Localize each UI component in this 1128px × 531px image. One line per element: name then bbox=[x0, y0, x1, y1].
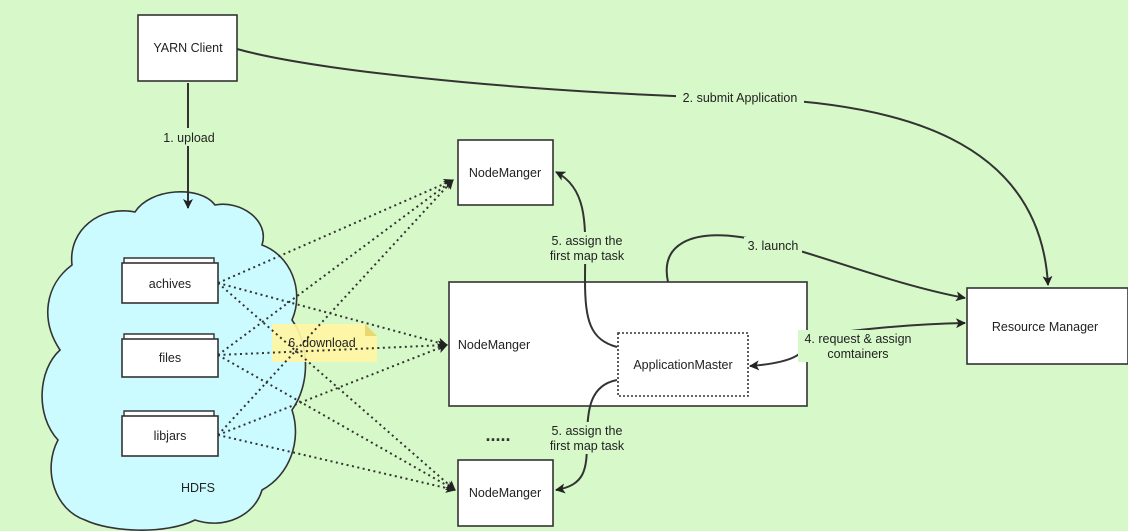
files-folder-icon bbox=[121, 333, 219, 378]
submit-arrow bbox=[236, 48, 1053, 286]
node-manager-bottom-label: NodeManger bbox=[469, 486, 541, 500]
assign-top-label-line2: first map task bbox=[550, 249, 625, 263]
assign-bottom-label-line2: first map task bbox=[550, 439, 625, 453]
assign-top-label-bg bbox=[543, 232, 631, 264]
yarn-client-box bbox=[137, 14, 238, 82]
application-master-box bbox=[617, 332, 749, 397]
assign-bottom-label-bg bbox=[543, 422, 631, 454]
download-lines bbox=[217, 179, 456, 493]
upload-label: 1. upload bbox=[163, 131, 214, 145]
hdfs-label: HDFS bbox=[181, 481, 215, 495]
files-label: files bbox=[159, 351, 181, 365]
yarn-client-label: YARN Client bbox=[153, 41, 223, 55]
node-manager-middle-label: NodeManger bbox=[458, 338, 530, 352]
launch-label-bg bbox=[744, 237, 802, 255]
libjars-folder-icon bbox=[121, 410, 219, 457]
request-label-line2: comtainers bbox=[827, 347, 888, 361]
assign-bottom-label-line1: 5. assign the bbox=[552, 424, 623, 438]
more-nodes-ellipsis: ..... bbox=[485, 425, 510, 445]
achives-label: achives bbox=[149, 277, 191, 291]
upload-label-bg bbox=[161, 128, 217, 146]
assign-top-arrow bbox=[555, 171, 618, 348]
node-manager-top-label: NodeManger bbox=[469, 166, 541, 180]
node-manager-top-box bbox=[457, 139, 554, 206]
resource-manager-label: Resource Manager bbox=[992, 320, 1098, 334]
submit-label: 2. submit Application bbox=[683, 91, 798, 105]
launch-label: 3. launch bbox=[748, 239, 799, 253]
libjars-label: libjars bbox=[154, 429, 187, 443]
download-label: 6. download bbox=[288, 336, 355, 350]
resource-manager-box bbox=[966, 287, 1128, 365]
submit-label-bg bbox=[676, 89, 804, 107]
request-label-line1: 4. request & assign bbox=[804, 332, 911, 346]
assign-top-label-line1: 5. assign the bbox=[552, 234, 623, 248]
application-master-label: ApplicationMaster bbox=[633, 358, 732, 372]
achives-folder-icon bbox=[121, 257, 219, 304]
node-manager-bottom-box bbox=[457, 459, 554, 527]
request-label-bg bbox=[798, 330, 918, 362]
